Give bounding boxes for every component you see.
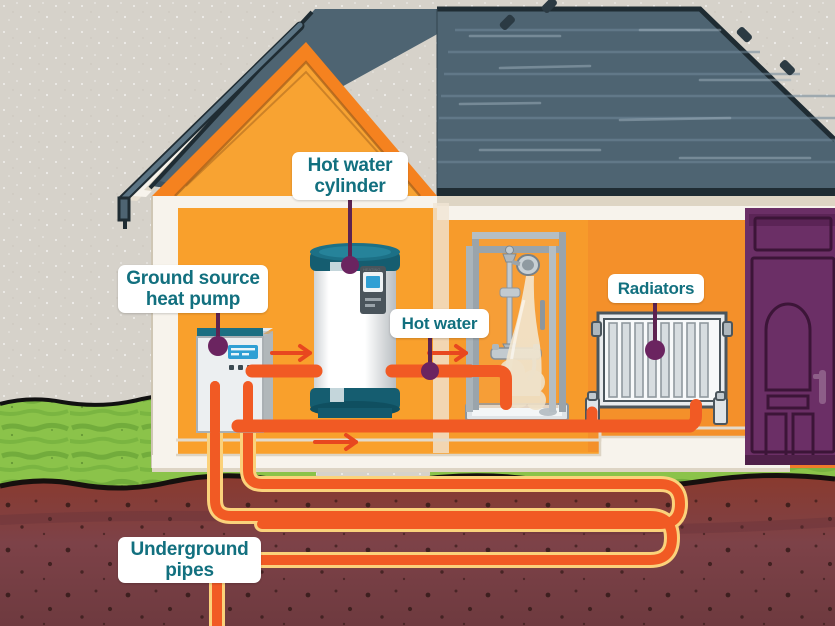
label-leader-lines: [208, 198, 665, 380]
interior-flow-pipes: [210, 364, 702, 437]
flow-arrow-3: [313, 433, 358, 451]
label-underground-pipes: Underground pipes: [118, 537, 261, 583]
flow-arrow-2: [427, 344, 468, 362]
radiator[interactable]: [585, 311, 733, 425]
flow-arrow-1: [270, 344, 312, 362]
front-door[interactable]: [745, 208, 835, 465]
label-hot-water-cylinder: Hot water cylinder: [292, 152, 408, 200]
label-ground-source-heat-pump: Ground source heat pump: [118, 265, 268, 313]
flow-arrows: [270, 344, 468, 451]
svg-text:HEATING: HEATING: [363, 267, 380, 272]
label-radiators: Radiators: [608, 274, 704, 303]
label-hot-water: Hot water: [390, 309, 489, 338]
